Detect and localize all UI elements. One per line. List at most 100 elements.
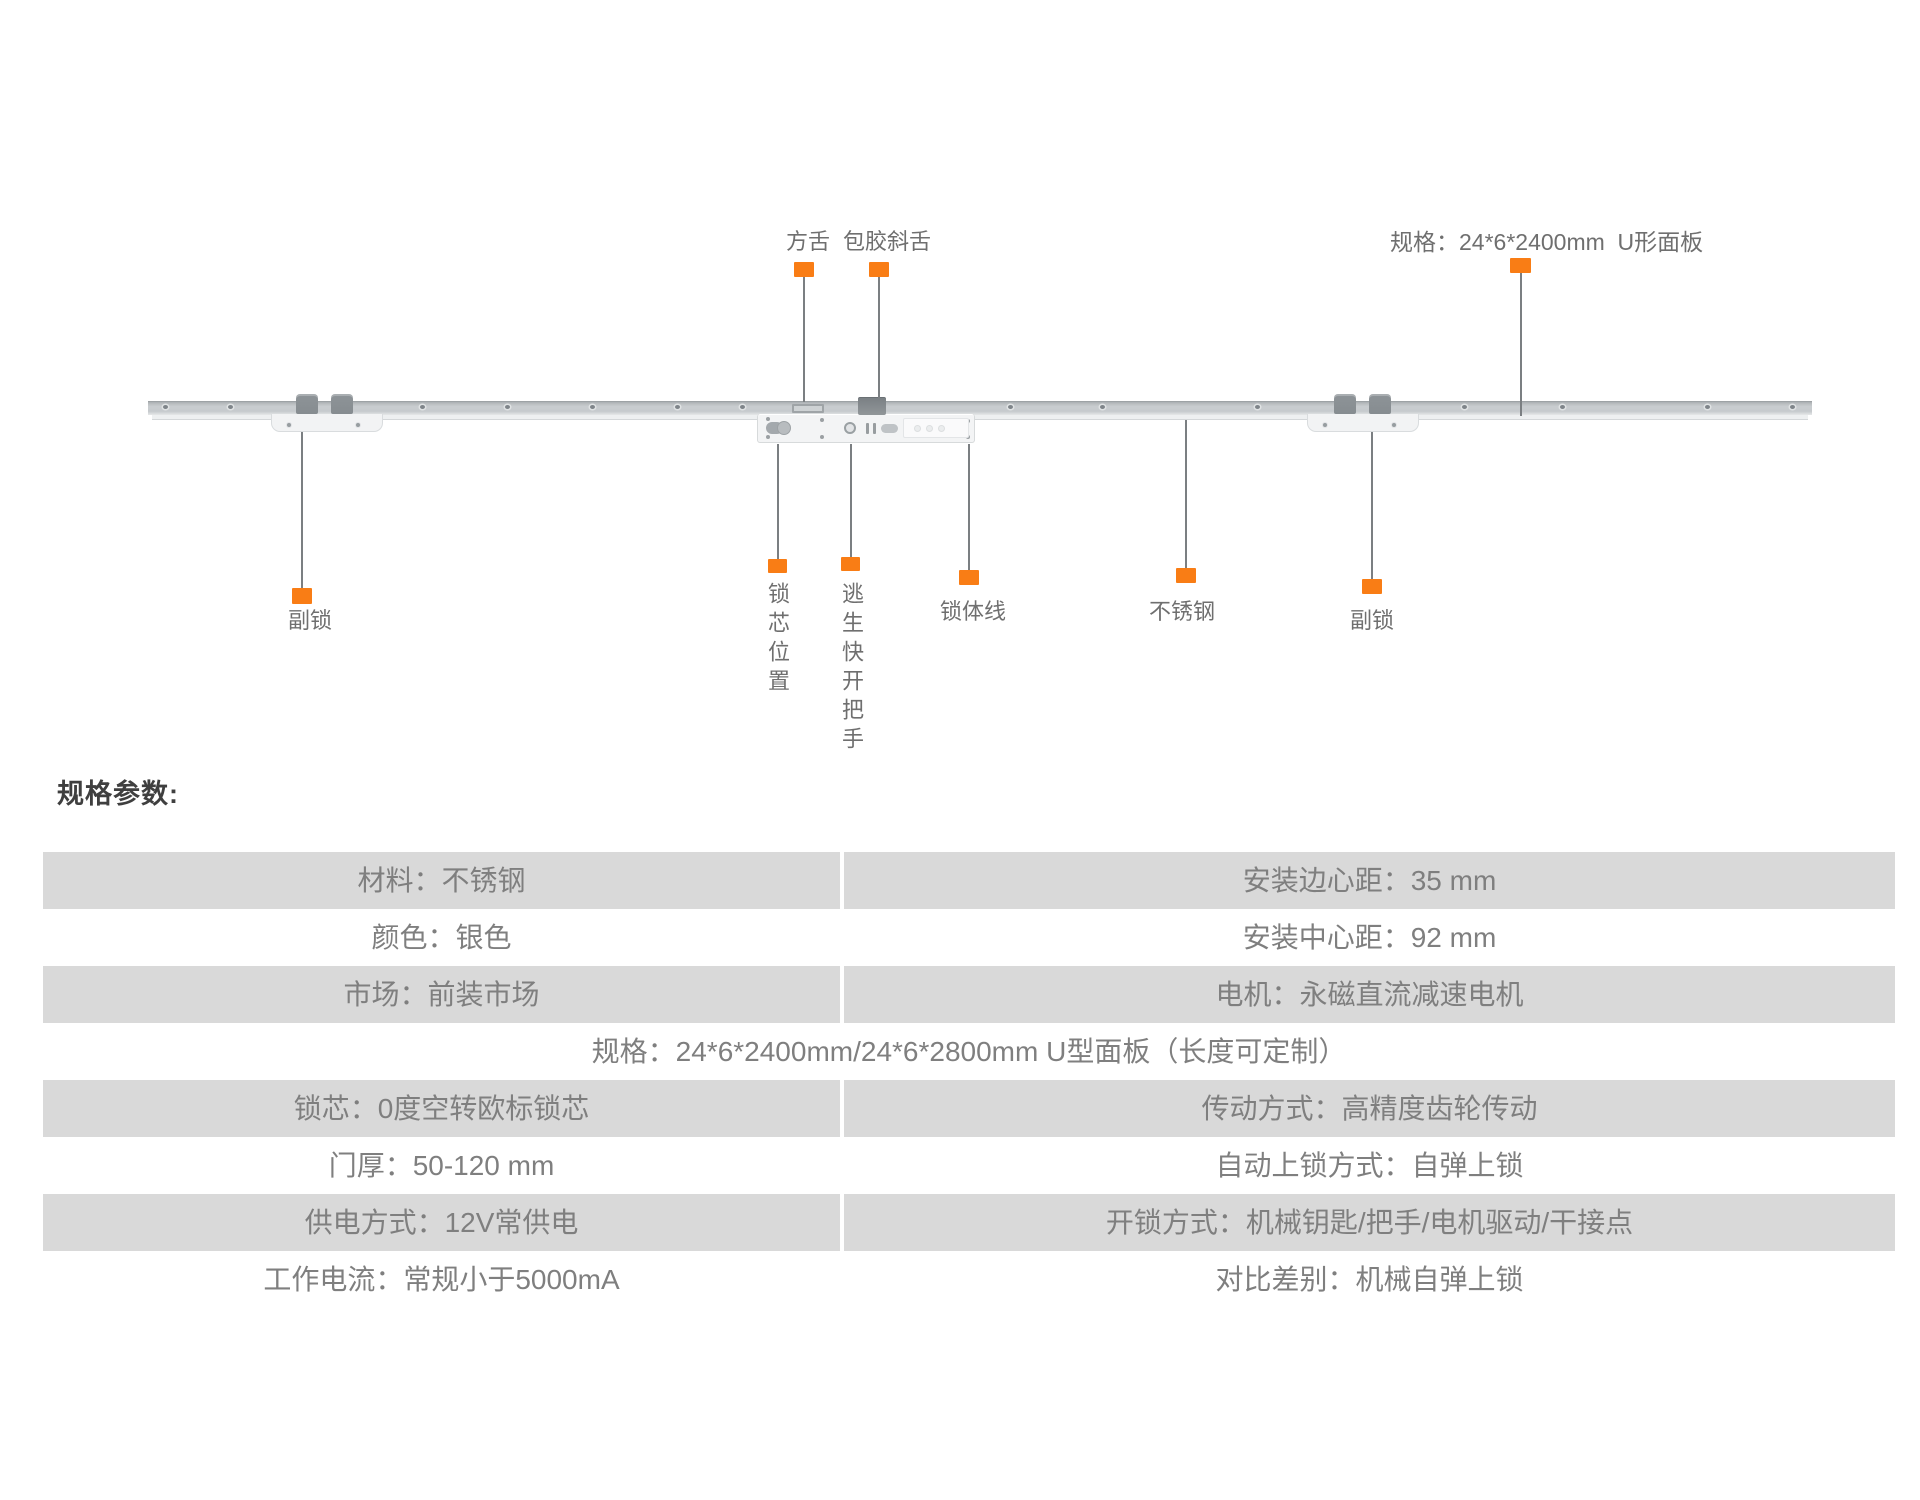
table-row: 颜色：银色 安装中心距：92 mm	[43, 909, 1895, 966]
leader-rubber-latch	[878, 277, 880, 398]
label-rubber-latch: 包胶斜舌	[842, 229, 932, 254]
cylinder-cam	[777, 421, 791, 435]
leader-panel-spec	[1520, 273, 1522, 416]
label-aux-lock-left: 副锁	[287, 608, 333, 633]
screw-icon	[590, 405, 595, 409]
leader-cylinder-position	[777, 444, 779, 560]
screw-icon	[1462, 405, 1467, 409]
indicator-dot	[926, 425, 933, 432]
table-cell-span: 规格：24*6*2400mm/24*6*2800mm U型面板（长度可定制）	[591, 1036, 1347, 1067]
table-cell-right: 传动方式：高精度齿轮传动	[844, 1080, 1895, 1137]
table-row: 市场：前装市场电机：永磁直流减速电机	[43, 966, 1895, 1023]
label-aux-lock-right: 副锁	[1349, 608, 1395, 633]
circuit-cover	[903, 418, 969, 438]
leader-aux-lock-right	[1371, 432, 1373, 580]
table-column-divider	[840, 852, 844, 909]
label-cylinder-position: 锁芯位置	[765, 582, 790, 698]
marker-lock-body-wire	[959, 570, 979, 585]
screw-icon	[1323, 423, 1327, 427]
table-row: 锁芯：0度空转欧标锁芯传动方式：高精度齿轮传动	[43, 1080, 1895, 1137]
marker-escape-handle	[841, 557, 860, 571]
leader-lock-body-wire	[968, 444, 970, 571]
screw-icon	[420, 405, 425, 409]
marker-stainless-steel	[1176, 568, 1196, 583]
table-column-divider	[840, 1251, 844, 1308]
table-column-divider	[840, 966, 844, 1023]
table-cell-left: 门厚：50-120 mm	[328, 1150, 555, 1181]
panel-flange	[152, 415, 1808, 420]
leader-escape-handle	[850, 444, 852, 558]
table-cell-right: 安装中心距：92 mm	[1242, 922, 1497, 953]
indicator-dot	[914, 425, 921, 432]
screw-icon	[766, 435, 770, 439]
aux-lock-right-bolt	[1334, 394, 1356, 414]
screw-icon	[287, 423, 291, 427]
marker-square-bolt	[794, 262, 814, 277]
table-row: 门厚：50-120 mm 自动上锁方式：自弹上锁	[43, 1137, 1895, 1194]
leader-square-bolt	[803, 277, 805, 402]
screw-icon	[1790, 405, 1795, 409]
table-cell-left: 市场：前装市场	[43, 966, 840, 1023]
table-column-divider	[840, 1137, 844, 1194]
indicator-dot	[938, 425, 945, 432]
table-cell-right: 开锁方式：机械钥匙/把手/电机驱动/干接点	[844, 1194, 1895, 1251]
table-cell-left: 工作电流：常规小于5000mA	[263, 1264, 620, 1295]
connector-pin	[873, 423, 876, 434]
label-stainless-steel: 不锈钢	[1148, 599, 1216, 624]
screw-icon	[1100, 405, 1105, 409]
table-column-divider	[840, 909, 844, 966]
leader-aux-lock-left	[301, 432, 303, 589]
table-row: 规格：24*6*2400mm/24*6*2800mm U型面板（长度可定制）	[43, 1023, 1895, 1080]
table-cell-left: 材料：不锈钢	[43, 852, 840, 909]
aux-lock-right-plate	[1307, 414, 1419, 432]
screw-icon	[228, 405, 233, 409]
table-row: 供电方式：12V常供电开锁方式：机械钥匙/把手/电机驱动/干接点	[43, 1194, 1895, 1251]
handle-follower	[844, 422, 856, 434]
table-column-divider	[840, 1194, 844, 1251]
marker-panel-spec	[1510, 258, 1531, 273]
table-cell-right: 自动上锁方式：自弹上锁	[1215, 1150, 1524, 1181]
section-title: 规格参数:	[57, 779, 179, 809]
table-cell-left: 锁芯：0度空转欧标锁芯	[43, 1080, 840, 1137]
connector-socket	[881, 424, 898, 433]
table-cell-left: 供电方式：12V常供电	[43, 1194, 840, 1251]
aux-lock-left-bolt	[331, 394, 353, 414]
screw-icon	[740, 405, 745, 409]
table-row: 材料：不锈钢安装边心距：35 mm	[43, 852, 1895, 909]
screw-icon	[1255, 405, 1260, 409]
screw-icon	[505, 405, 510, 409]
screw-icon	[356, 423, 360, 427]
screw-icon	[820, 418, 824, 422]
screw-icon	[820, 435, 824, 439]
table-cell-right: 对比差别：机械自弹上锁	[1215, 1264, 1524, 1295]
label-escape-handle: 逃生快开把手	[839, 582, 864, 756]
connector-pin	[866, 423, 869, 434]
label-panel-spec: 规格：24*6*2400mm U形面板	[1390, 229, 1704, 255]
table-column-divider	[840, 1080, 844, 1137]
aux-lock-left-bolt	[296, 394, 318, 414]
screw-icon	[1560, 405, 1565, 409]
aux-lock-left-plate	[271, 414, 383, 432]
aux-lock-right-bolt	[1369, 394, 1391, 414]
label-square-bolt: 方舌	[785, 229, 831, 254]
table-cell-left: 颜色：银色	[371, 922, 512, 953]
spec-table: 材料：不锈钢安装边心距：35 mm 颜色：银色 安装中心距：92 mm 市场：前装市场…	[43, 852, 1895, 1308]
marker-aux-lock-right	[1362, 579, 1382, 594]
rubber-latch-part	[858, 397, 886, 415]
screw-icon	[766, 417, 770, 421]
marker-cylinder-position	[768, 559, 787, 573]
square-bolt-part	[792, 404, 824, 413]
table-row: 工作电流：常规小于5000mA 对比差别：机械自弹上锁	[43, 1251, 1895, 1308]
leader-stainless-steel	[1185, 420, 1187, 569]
label-lock-body-wire: 锁体线	[939, 599, 1007, 624]
screw-icon	[1008, 405, 1013, 409]
lock-body	[757, 414, 975, 443]
marker-aux-lock-left	[292, 588, 312, 604]
table-cell-right: 电机：永磁直流减速电机	[844, 966, 1895, 1023]
marker-rubber-latch	[869, 262, 889, 277]
screw-icon	[163, 405, 168, 409]
screw-icon	[675, 405, 680, 409]
screw-icon	[1705, 405, 1710, 409]
panel-bar	[148, 401, 1812, 415]
